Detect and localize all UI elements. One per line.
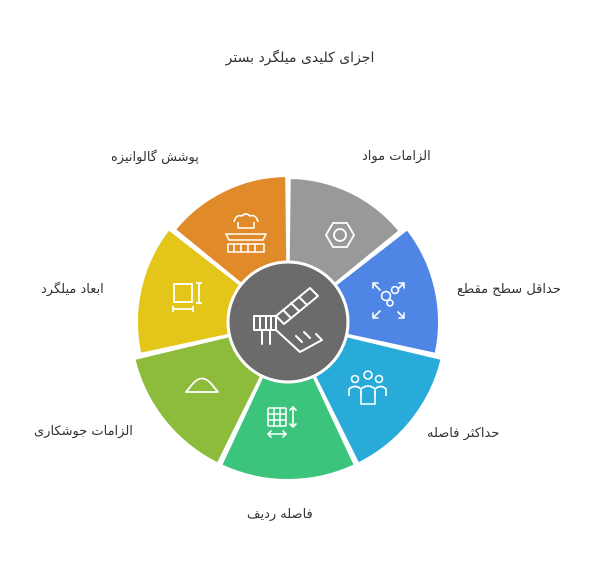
expand-arrows-icon — [372, 282, 405, 319]
segment-label-welding-requirements: الزامات جوشکاری — [34, 424, 133, 439]
people-group-icon — [348, 370, 387, 405]
arc-bridge-icon — [185, 377, 219, 393]
stairs-rebar-icon — [253, 287, 323, 353]
diagram-title: اجزای کلیدی میلگرد بستر — [225, 50, 375, 66]
grid-arrows-icon — [266, 405, 297, 438]
hexagon-nut-icon — [324, 222, 356, 248]
segment-label-max-spacing: حداکثر فاصله — [427, 426, 500, 441]
factory-machine-icon — [225, 213, 267, 253]
segment-label-rebar-dimensions: ابعاد میلگرد — [41, 282, 104, 297]
segment-label-row-spacing: فاصله ردیف — [247, 507, 313, 522]
segment-label-galvanized-coating: پوشش گالوانیزه — [111, 150, 199, 165]
segment-label-min-cross-section: حداقل سطح مقطع — [457, 282, 561, 297]
segment-label-material-requirements: الزامات مواد — [362, 149, 431, 164]
frame-dimension-icon — [172, 282, 202, 312]
